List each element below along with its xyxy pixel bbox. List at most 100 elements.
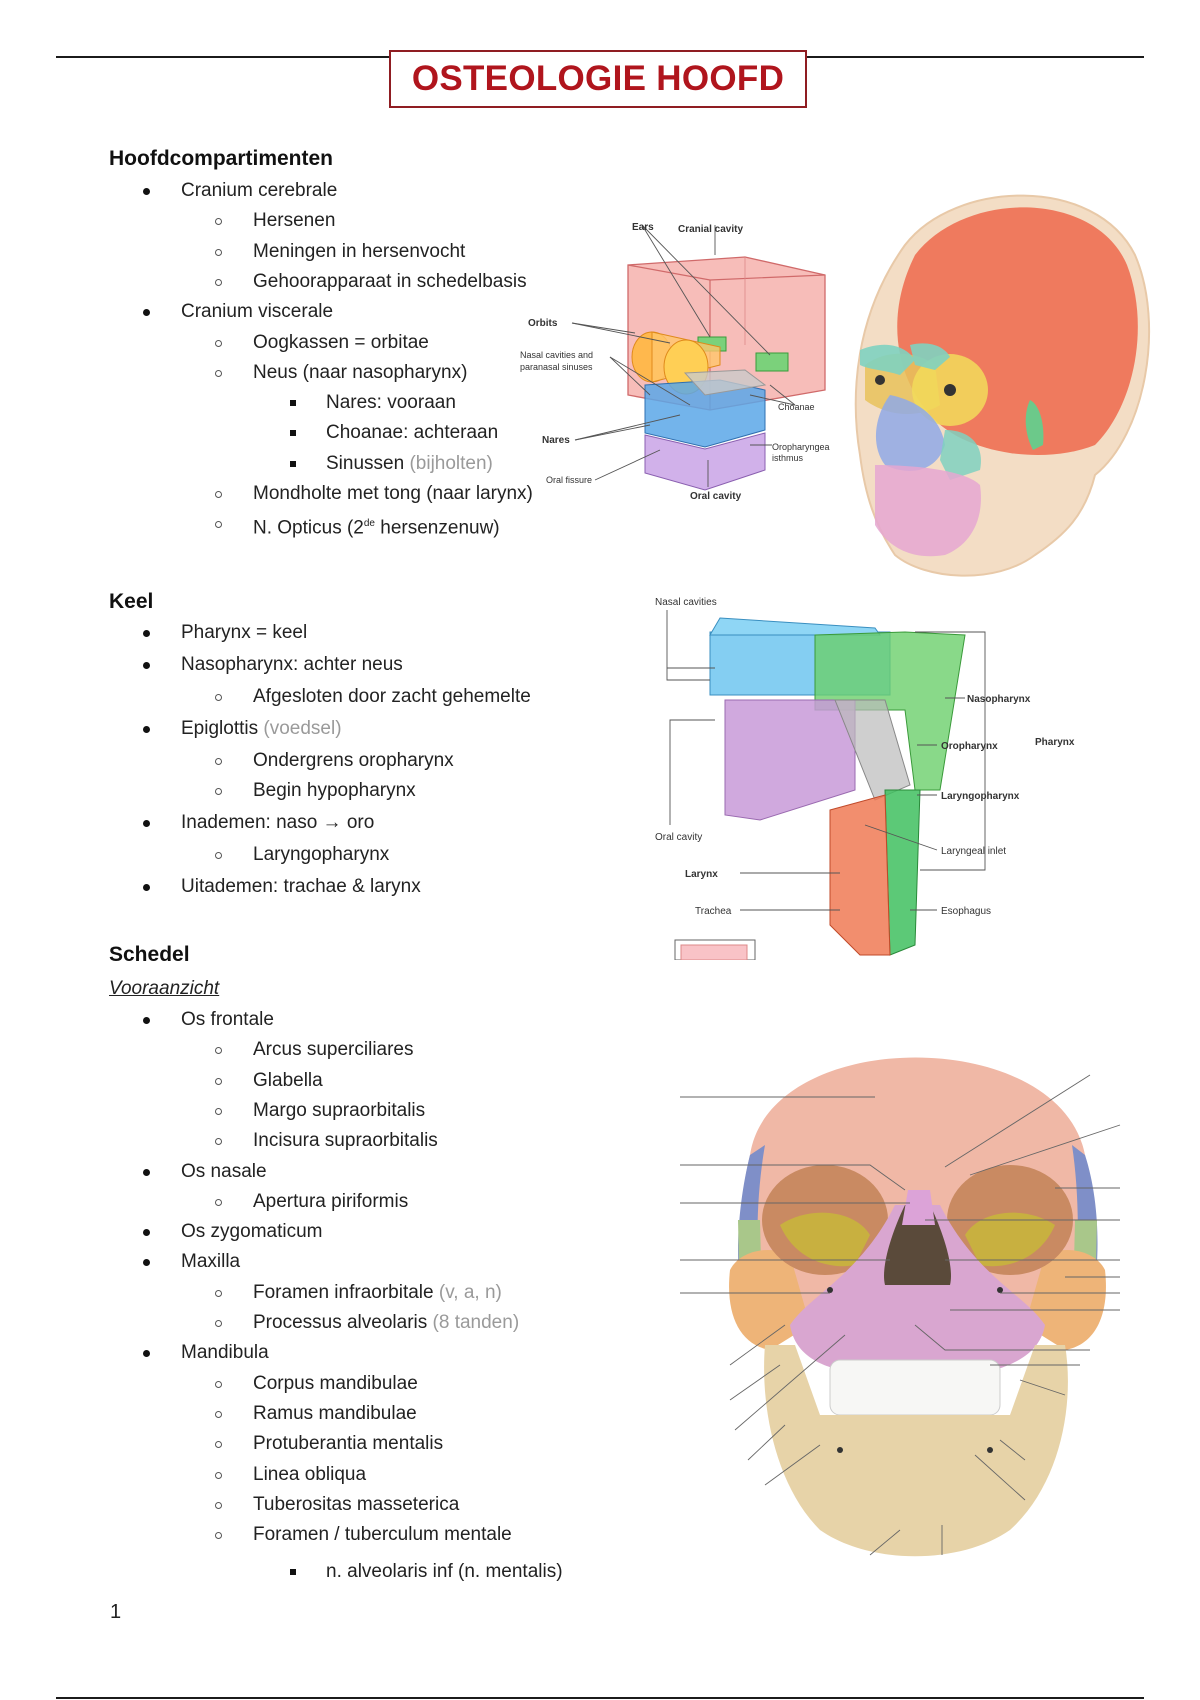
list-item: Nares: vooraan (290, 392, 456, 414)
bullet-circle-icon (215, 369, 222, 377)
legend-swatch (680, 944, 748, 960)
list-item-text: Ondergrens oropharynx (253, 750, 454, 771)
list-item: Cranium viscerale (143, 301, 334, 323)
list-item-text: Corpus mandibulae (253, 1372, 418, 1394)
os-nasale-shape (902, 1190, 935, 1225)
label-pharynx: Pharynx (1035, 737, 1075, 748)
label-orbits: Orbits (528, 318, 558, 329)
page-number: 1 (110, 1601, 122, 1623)
list-item: Mondholte met tong (naar larynx) (215, 483, 533, 505)
list-item-text: Begin hypopharynx (253, 780, 416, 801)
oral-cavity-box (644, 432, 766, 491)
bullet-disc-icon (143, 1229, 150, 1237)
bullet-circle-icon (215, 339, 222, 347)
list-item: Laryngopharynx (215, 844, 390, 866)
list-item: Begin hypopharynx (215, 780, 416, 802)
bullet-circle-icon (215, 1289, 222, 1297)
list-item: Glabella (215, 1070, 323, 1092)
list-item: Hersenen (215, 210, 336, 232)
list-item: Maxilla (143, 1251, 240, 1273)
bullet-square-icon (290, 400, 296, 407)
mandibula-shape (764, 1345, 1068, 1557)
list-item-text-continued: hersenzenuw) (375, 517, 500, 539)
list-item: Mandibula (143, 1342, 269, 1364)
list-item: Ramus mandibulae (215, 1402, 417, 1425)
label-nares: Nares (542, 435, 570, 446)
list-item: Oogkassen = orbitae (215, 332, 429, 354)
label-oropharyngeal-2: isthmus (772, 453, 804, 463)
list-item-text: Inademen: naso → oro (181, 812, 375, 833)
bullet-circle-icon (215, 1320, 222, 1327)
bullet-disc-icon (143, 188, 150, 195)
list-item: Apertura piriformis (215, 1191, 408, 1213)
list-item-text: Hersenen (253, 210, 336, 232)
nasal-shape (875, 395, 945, 471)
list-item-text: Ramus mandibulae (253, 1402, 417, 1424)
list-item-text: Cranium viscerale (181, 301, 334, 323)
list-item-text: Uitademen: trachae & larynx (181, 876, 421, 897)
bullet-circle-icon (215, 491, 222, 498)
label-nasopharynx: Nasopharynx (967, 694, 1031, 705)
list-item-text: Linea obliqua (253, 1463, 367, 1485)
bullet-circle-icon (215, 1410, 222, 1418)
footer-rule (56, 1697, 1144, 1699)
list-item: Pharynx = keel (143, 622, 308, 644)
list-item-text: Laryngopharynx (253, 844, 390, 865)
list-item: Foramen / tuberculum mentale (215, 1524, 512, 1546)
bullet-disc-icon (143, 1350, 150, 1358)
list-item: N. Opticus (2de hersenzenuw) (215, 513, 500, 539)
list-item: Processus alveolaris (8 tanden) (215, 1312, 519, 1334)
list-item-text: Gehoorapparaat in schedelbasis (253, 270, 527, 292)
list-item: Ondergrens oropharynx (215, 750, 454, 772)
figure-head-compartments: Ears Cranial cavity Orbits Nasal cavitie… (520, 215, 850, 505)
list-item: Linea obliqua (215, 1463, 367, 1486)
ear-right-shape (755, 352, 789, 372)
list-item-text: Choanae: achteraan (326, 422, 499, 444)
label-ears: Ears (632, 222, 654, 233)
bullet-disc-icon (143, 884, 150, 891)
list-item-text: Os zygomaticum (181, 1221, 323, 1243)
title-box: OSTEOLOGIE HOOFD (389, 50, 807, 108)
oral-region-shape (875, 465, 981, 557)
ear-canal-shape (1025, 400, 1044, 450)
list-item: Uitademen: trachae & larynx (143, 876, 421, 898)
list-item-text: Nasopharynx: achter neus (181, 654, 403, 675)
label-oral-fissure: Oral fissure (546, 475, 592, 485)
bullet-disc-icon (143, 1259, 150, 1267)
bullet-circle-icon (215, 218, 222, 226)
bullet-circle-icon (215, 788, 222, 795)
figure-skull-frontal (680, 985, 1150, 1605)
list-item-text: Pharynx = keel (181, 622, 308, 643)
label-cranial-cavity: Cranial cavity (678, 224, 743, 235)
label-nasal-cavities-2: paranasal sinuses (520, 362, 593, 372)
bullet-disc-icon (143, 1017, 150, 1024)
list-item-note: (v, a, n) (433, 1281, 502, 1303)
bullet-disc-icon (143, 1168, 150, 1176)
list-item: Nasopharynx: achter neus (143, 654, 403, 676)
figure-skull-lateral (845, 175, 1155, 585)
list-item-text: Sinussen (326, 452, 405, 474)
list-item-note: (bijholten) (404, 452, 493, 474)
list-item-text: Neus (naar nasopharynx) (253, 361, 468, 383)
list-item-text: Arcus superciliares (253, 1039, 414, 1061)
list-item: Os frontale (143, 1009, 274, 1031)
bullet-circle-icon (215, 1501, 222, 1509)
label-esophagus: Esophagus (941, 906, 991, 917)
list-item: Meningen in hersenvocht (215, 241, 465, 263)
bullet-square-icon (290, 460, 296, 467)
bullet-circle-icon (215, 521, 222, 529)
list-item-text: Cranium cerebrale (181, 180, 338, 201)
list-item: Os nasale (143, 1161, 267, 1183)
esophagus-shape (884, 789, 921, 956)
bullet-circle-icon (215, 1138, 222, 1146)
list-item-text: Mandibula (181, 1342, 269, 1364)
label-nasal-cavities-1: Nasal cavities and (520, 350, 593, 360)
bullet-disc-icon (143, 662, 150, 669)
list-item: Incisura supraorbitalis (215, 1130, 438, 1152)
list-item: n. alveolaris inf (n. mentalis) (290, 1561, 563, 1583)
larynx-trachea-shape (829, 794, 891, 956)
list-item-text: Mondholte met tong (naar larynx) (253, 483, 533, 504)
list-item: Afgesloten door zacht gehemelte (215, 686, 531, 708)
bullet-disc-icon (143, 630, 150, 637)
label-oropharynx: Oropharynx (941, 741, 998, 752)
